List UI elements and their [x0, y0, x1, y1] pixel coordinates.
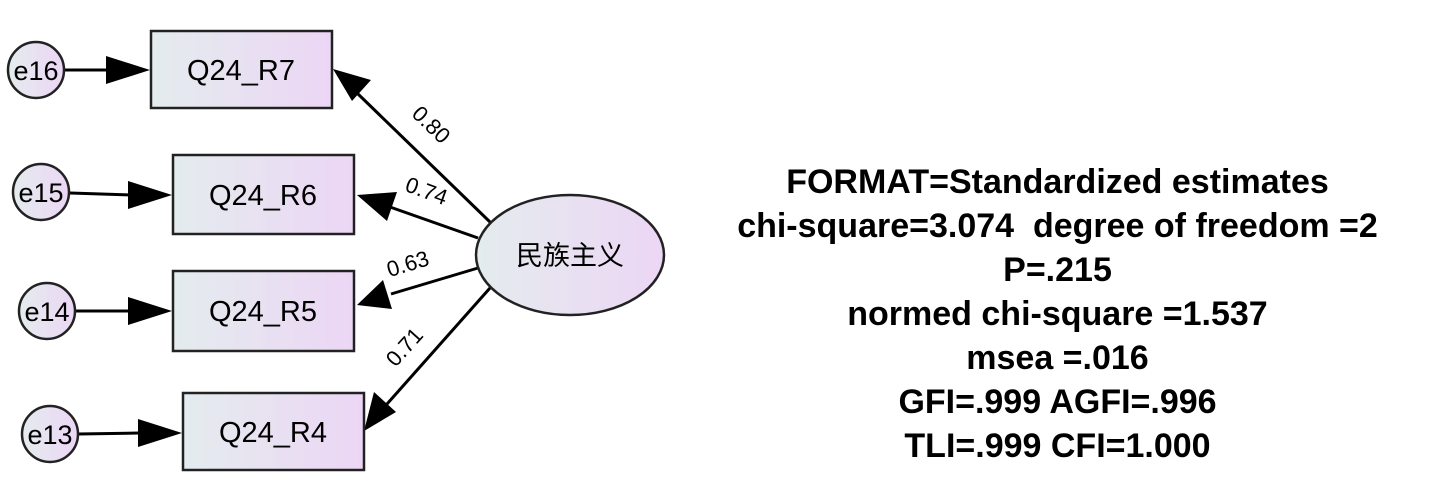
loading-arrowhead-q24-r6: [357, 192, 397, 221]
p-value-line: P=.215: [1003, 251, 1112, 289]
loading-arrow-q24-r7: [355, 91, 492, 224]
tli-line: TLI=.999 CFI=1.000: [904, 427, 1211, 465]
error-label: e13: [27, 420, 72, 450]
error-label: e16: [13, 56, 58, 86]
loading-coefficient-q24-r7: 0.80: [407, 101, 455, 149]
gfi-line: GFI=.999 AGFI=.996: [898, 383, 1217, 421]
error-term-e16: e16: [6, 40, 66, 100]
error-arrows: [64, 56, 182, 447]
indicator-label: Q24_R5: [209, 296, 317, 328]
loading-arrows: [333, 69, 492, 431]
chi-square-line: chi-square=3.074 degree of freedom =2: [737, 207, 1378, 245]
error-arrow-e16: [106, 56, 150, 84]
error-label: e15: [18, 178, 63, 208]
loading-arrow-q24-r5: [390, 266, 479, 296]
indicator-q24-r5: Q24_R5: [171, 269, 356, 353]
error-label: e14: [24, 297, 69, 327]
error-term-e13: e13: [20, 404, 80, 464]
indicator-label: Q24_R6: [209, 180, 317, 212]
latent-factor: 民族主义: [474, 193, 666, 317]
loading-arrowhead-q24-r7: [333, 69, 371, 101]
format-line: FORMAT=Standardized estimates: [786, 163, 1329, 201]
loading-arrowhead-q24-r4: [364, 392, 396, 431]
error-term-e14: e14: [17, 281, 77, 341]
indicator-label: Q24_R4: [219, 417, 327, 449]
error-arrow-e14: [128, 297, 172, 325]
error-arrow-e13: [138, 419, 182, 447]
loading-coefficients: 0.80 0.74 0.63 0.71: [381, 101, 455, 372]
loading-arrow-q24-r4: [385, 287, 492, 405]
latent-label: 民族主义: [516, 241, 624, 272]
error-arrow-e13-line: [77, 431, 141, 436]
loading-coefficient-q24-r5: 0.63: [384, 246, 432, 282]
indicator-q24-r6: Q24_R6: [171, 153, 356, 236]
error-arrow-e15: [128, 181, 172, 209]
indicator-q24-r7: Q24_R7: [149, 29, 334, 110]
error-term-e15: e15: [11, 162, 71, 222]
rmsea-line: msea =.016: [966, 339, 1149, 377]
normed-chi-square-line: normed chi-square =1.537: [847, 295, 1268, 333]
error-arrow-e15-line: [69, 191, 131, 197]
indicator-q24-r4: Q24_R4: [181, 391, 366, 472]
loading-arrow-q24-r6: [389, 205, 479, 240]
indicator-label: Q24_R7: [187, 55, 295, 87]
fit-statistics: FORMAT=Standardized estimates chi-square…: [660, 160, 1435, 468]
indicators: Q24_R7 Q24_R6 Q24_R5 Q24_R4: [149, 29, 366, 472]
error-terms: e16 e15 e14 e13: [6, 40, 80, 464]
loading-arrowhead-q24-r5: [357, 280, 392, 309]
